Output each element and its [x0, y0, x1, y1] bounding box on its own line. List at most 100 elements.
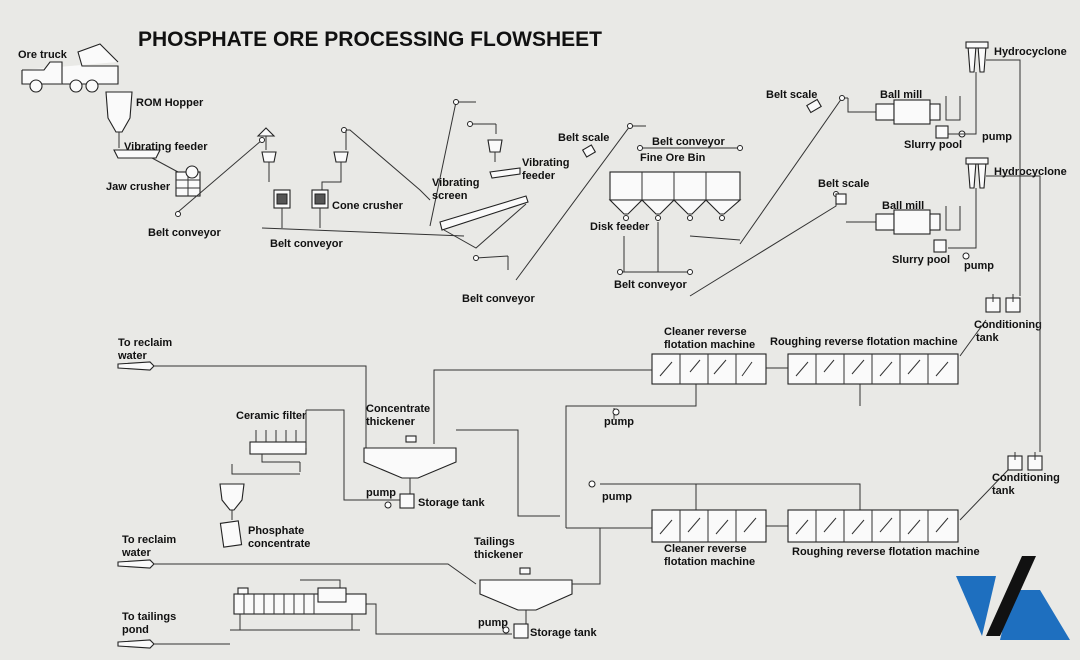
- reclaim-water-2-arrow: [117, 559, 155, 569]
- label-belt-scale-3: Belt scale: [818, 178, 869, 190]
- label-belt-scale-2: Belt scale: [766, 89, 817, 101]
- pump-4-icon: [384, 501, 392, 509]
- label-belt-conveyor-2: Belt conveyor: [270, 238, 343, 250]
- label-roughing-2: Roughing reverse flotation machine: [792, 546, 980, 558]
- tailings-thickener-icon: [479, 528, 601, 624]
- vibrating-feeder-icon: [113, 149, 179, 173]
- diagram-title: PHOSPHATE ORE PROCESSING FLOWSHEET: [138, 28, 602, 51]
- storage-tank-1-icon: [399, 493, 415, 509]
- feed-conveyor-mill-1: [739, 97, 848, 245]
- label-tailings-thickener-1: Tailings: [474, 536, 515, 548]
- label-ball-mill-1: Ball mill: [880, 89, 922, 101]
- label-conditioning-tank-1b: tank: [976, 332, 1000, 344]
- label-rom-hopper: ROM Hopper: [136, 97, 204, 109]
- storage-tank-2-icon: [513, 623, 529, 639]
- label-vibrating-feeder-1: Vibrating feeder: [124, 141, 208, 153]
- belt-scale-1-icon: [581, 144, 597, 158]
- pump-2-icon: [962, 252, 970, 260]
- rom-hopper-icon: [105, 91, 133, 148]
- label-conditioning-tank-2a: Conditioning: [992, 472, 1060, 484]
- label-slurry-pool-2: Slurry pool: [892, 254, 950, 266]
- ball-mill-1-icon: [875, 96, 961, 125]
- label-roughing-1: Roughing reverse flotation machine: [770, 336, 958, 348]
- label-vibrating-feeder-2b: feeder: [522, 170, 556, 182]
- label-pump-1: pump: [982, 131, 1012, 143]
- company-logo: [956, 556, 1070, 640]
- pump-6-icon: [502, 626, 510, 634]
- ball-mill-2-icon: [875, 206, 961, 235]
- filter-press-icon: [230, 587, 367, 631]
- label-cone-crusher: Cone crusher: [332, 200, 404, 212]
- label-pump-2: pump: [964, 260, 994, 272]
- label-hydrocyclone-1: Hydrocyclone: [994, 46, 1067, 58]
- cleaner-1-to-thickener: [433, 369, 652, 444]
- pump-3-icon: [612, 408, 620, 416]
- belt-scale-2-icon: [806, 98, 822, 114]
- ceramic-filter-icon: [231, 410, 307, 475]
- label-to-reclaim-water-1a: To reclaim: [118, 337, 172, 349]
- label-vibrating-screen-1: Vibrating: [432, 177, 479, 189]
- label-conditioning-tank-1a: Conditioning: [974, 319, 1042, 331]
- ore-truck-icon: [21, 43, 119, 93]
- label-pump-4: pump: [366, 487, 396, 499]
- label-cleaner-2a: Cleaner reverse: [664, 543, 747, 555]
- label-vibrating-feeder-2a: Vibrating: [522, 157, 569, 169]
- label-pump-6: pump: [478, 617, 508, 629]
- label-vibrating-screen-2: screen: [432, 190, 468, 202]
- label-disk-feeder: Disk feeder: [590, 221, 650, 233]
- label-concentrate-thickener-1: Concentrate: [366, 403, 430, 415]
- label-to-reclaim-water-2a: To reclaim: [122, 534, 176, 546]
- label-cleaner-1a: Cleaner reverse: [664, 326, 747, 338]
- tailings-pond-arrow: [117, 639, 155, 649]
- vibrating-screen-small-icon: [256, 127, 276, 150]
- label-belt-conveyor-1: Belt conveyor: [148, 227, 221, 239]
- cleaner-flotation-2-icon: [651, 509, 767, 543]
- label-ball-mill-2: Ball mill: [882, 200, 924, 212]
- label-to-reclaim-water-2b: water: [121, 547, 151, 559]
- pump-5-icon: [588, 480, 596, 488]
- belt-scale-3-icon: [835, 193, 847, 205]
- label-fine-ore-bin: Fine Ore Bin: [640, 152, 706, 164]
- roughing-flotation-2-icon: [787, 509, 959, 543]
- slurry-pool-1-icon: [935, 125, 949, 139]
- label-phosphate-concentrate-2: concentrate: [248, 538, 310, 550]
- fine-ore-bin-icon: [608, 171, 742, 221]
- label-belt-scale-1: Belt scale: [558, 132, 609, 144]
- reclaim-water-1-arrow: [117, 361, 155, 371]
- slurry-pool-2-icon: [933, 239, 947, 253]
- conditioning-tank-1-icon: [959, 294, 1021, 357]
- belt-conveyor-2: [261, 227, 465, 237]
- label-to-reclaim-water-1b: water: [117, 350, 147, 362]
- label-storage-tank-2: Storage tank: [530, 627, 598, 639]
- jaw-crusher-icon: [175, 165, 201, 197]
- label-ceramic-filter: Ceramic filter: [236, 410, 307, 422]
- label-to-tailings-pond-1: To tailings: [122, 611, 176, 623]
- vibrating-screen-icon: [439, 139, 529, 249]
- label-belt-conveyor-3: Belt conveyor: [462, 293, 535, 305]
- label-belt-conveyor-4: Belt conveyor: [652, 136, 725, 148]
- recycle-conveyor: [346, 129, 431, 201]
- label-conditioning-tank-2b: tank: [992, 485, 1016, 497]
- cone-crusher-icon-1: [261, 151, 291, 209]
- label-belt-conveyor-5: Belt conveyor: [614, 279, 687, 291]
- label-to-tailings-pond-2: pond: [122, 624, 149, 636]
- label-storage-tank-1: Storage tank: [418, 497, 486, 509]
- label-ore-truck: Ore truck: [18, 49, 68, 61]
- label-cleaner-2b: flotation machine: [664, 556, 755, 568]
- cleaner-flotation-1-icon: [651, 353, 767, 385]
- label-phosphate-concentrate-1: Phosphate: [248, 525, 304, 537]
- label-tailings-thickener-2: thickener: [474, 549, 524, 561]
- label-jaw-crusher: Jaw crusher: [106, 181, 171, 193]
- belt-conveyor-3-incline: [429, 101, 476, 227]
- label-slurry-pool-1: Slurry pool: [904, 139, 962, 151]
- conditioning-tank-2-icon: [959, 452, 1043, 521]
- label-pump-3: pump: [604, 416, 634, 428]
- belt-conveyor-1: [177, 139, 263, 213]
- phosphate-concentrate-hopper-icon: [219, 483, 245, 548]
- concentrate-thickener-icon: [363, 435, 457, 496]
- cone-crusher-icon-2: [311, 151, 349, 209]
- roughing-flotation-1-icon: [787, 353, 959, 385]
- label-cleaner-1b: flotation machine: [664, 339, 755, 351]
